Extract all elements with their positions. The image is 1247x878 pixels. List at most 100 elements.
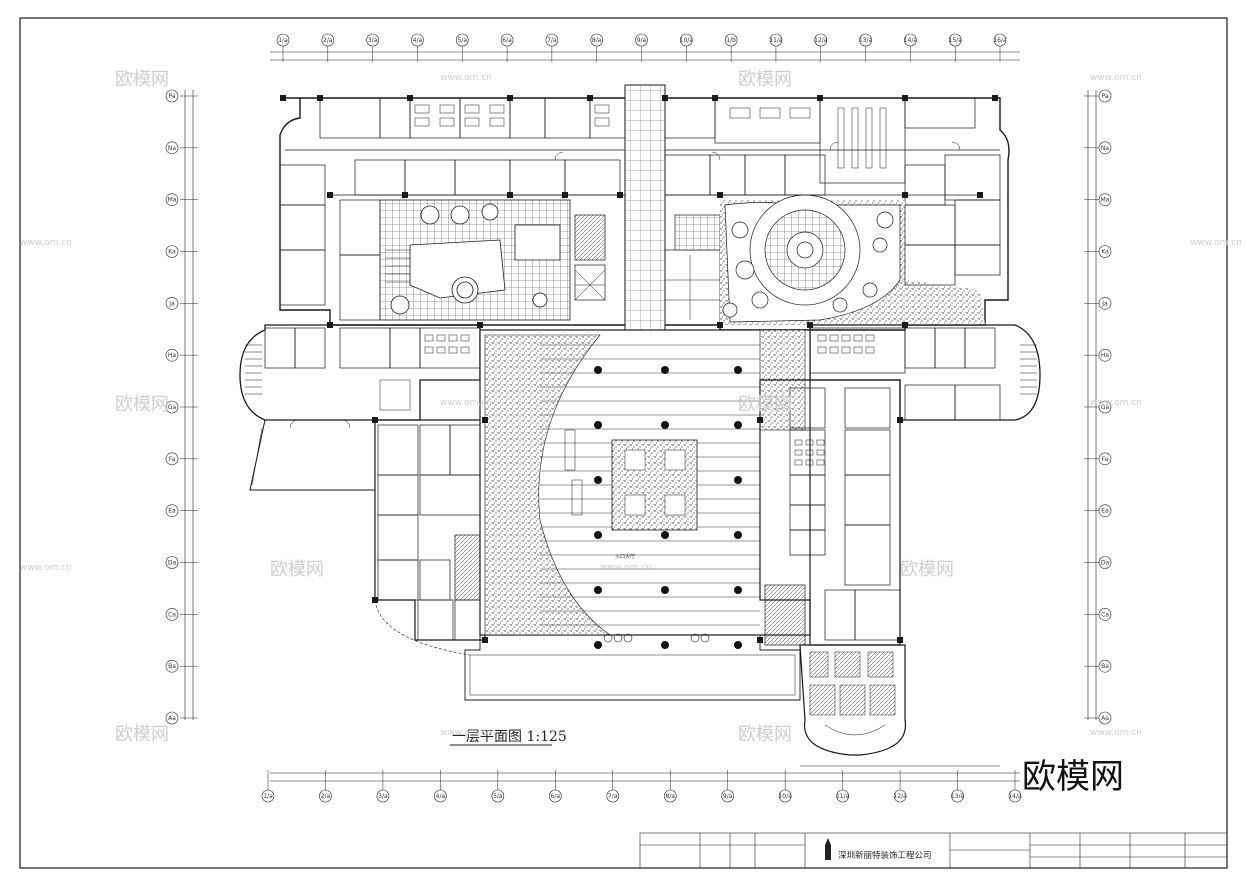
axis-bubble bbox=[1098, 452, 1112, 466]
left-wing-rooms bbox=[279, 164, 381, 321]
watermark-logo: 欧模网 bbox=[738, 724, 792, 745]
axis-bubble bbox=[165, 245, 179, 258]
axis-bubble-label: 5/a bbox=[493, 793, 503, 800]
axis-bubble-label: 1/a bbox=[278, 37, 288, 44]
axis-bubble bbox=[165, 556, 179, 569]
axis-bubble bbox=[434, 789, 447, 803]
lobby-column bbox=[661, 531, 669, 539]
title-block bbox=[639, 832, 1228, 869]
axis-bubble-label: Ea bbox=[168, 508, 176, 515]
lobby-column bbox=[734, 641, 742, 649]
axis-bubble bbox=[721, 789, 734, 803]
furniture-top bbox=[414, 104, 887, 169]
entrance-doors bbox=[603, 633, 710, 643]
axis-bubble-label: 4/a bbox=[413, 37, 423, 44]
axis-bubble-label: Ha bbox=[1101, 352, 1110, 359]
watermark-logo: 欧模网 bbox=[900, 559, 954, 580]
axis-bubble bbox=[545, 33, 559, 47]
axis-bubble-label: Ba bbox=[168, 663, 176, 670]
axis-bubble bbox=[321, 33, 335, 47]
axis-bubble-label: 3/a bbox=[378, 793, 388, 800]
structural-column bbox=[902, 95, 908, 101]
structural-column bbox=[507, 192, 513, 198]
desk-grid-lower-right bbox=[794, 439, 825, 466]
axis-bubble bbox=[1098, 141, 1112, 155]
core-stairs bbox=[574, 214, 721, 326]
axis-bubble bbox=[1098, 193, 1112, 206]
structural-column bbox=[407, 95, 413, 101]
axis-bubble-label: 8/a bbox=[665, 793, 675, 800]
structural-column bbox=[562, 192, 568, 198]
axis-bubble bbox=[635, 33, 648, 47]
right-extension-rooms bbox=[809, 327, 1037, 421]
axis-bubble-label: 12/a bbox=[893, 793, 907, 800]
axis-bubble-label: Da bbox=[168, 560, 177, 567]
structural-column bbox=[327, 192, 333, 198]
axis-bubble bbox=[1098, 608, 1112, 621]
structural-column bbox=[617, 192, 623, 198]
structural-column bbox=[902, 192, 908, 198]
axis-bubble bbox=[165, 297, 179, 310]
right-courtyard bbox=[720, 194, 985, 325]
structural-column bbox=[482, 637, 488, 643]
watermark-logo: 欧模网 bbox=[115, 69, 169, 90]
drawing-title: 一层平面图 1:125 bbox=[452, 729, 567, 745]
desk-grid-left bbox=[424, 334, 470, 354]
structural-column bbox=[477, 322, 483, 328]
structural-column bbox=[717, 322, 723, 328]
structural-column bbox=[992, 95, 998, 101]
watermark-url: www.om.cn bbox=[1090, 398, 1142, 408]
axis-bubble bbox=[165, 89, 179, 103]
lobby-column bbox=[594, 586, 602, 594]
axis-bubble-label: 1/a bbox=[263, 793, 273, 800]
axis-bubble bbox=[165, 608, 179, 621]
structural-column bbox=[897, 637, 903, 643]
structural-column bbox=[482, 417, 488, 423]
auditorium-seats bbox=[809, 651, 896, 736]
axis-bubble bbox=[1098, 245, 1112, 258]
axis-bubble-label: 10/a bbox=[778, 793, 792, 800]
watermark-url: www.om.cn bbox=[20, 563, 72, 573]
structural-column bbox=[757, 637, 763, 643]
axis-bubble-label: Ca bbox=[168, 611, 176, 618]
floor-plan bbox=[239, 84, 1041, 756]
lobby-column bbox=[734, 531, 742, 539]
lobby-column bbox=[594, 641, 602, 649]
axis-bubble-label: 13/a bbox=[951, 793, 965, 800]
axis-bubble bbox=[778, 789, 792, 803]
axis-bubble bbox=[165, 400, 179, 414]
axis-bubble bbox=[904, 33, 917, 47]
lobby-label: 入口大厅 bbox=[615, 553, 635, 560]
structural-column bbox=[327, 322, 333, 328]
left-extension-outline bbox=[239, 324, 481, 421]
axis-bubble bbox=[319, 789, 332, 803]
left-slant-wing bbox=[249, 419, 376, 491]
central-corridor bbox=[624, 84, 666, 331]
axis-bubble bbox=[165, 141, 179, 155]
axis-bubble-label: Fa bbox=[1102, 456, 1109, 463]
axis-bubble-label: Ga bbox=[1101, 404, 1110, 411]
axis-bubble bbox=[1098, 556, 1112, 569]
structural-column bbox=[717, 192, 723, 198]
lobby-column bbox=[661, 586, 669, 594]
door-swings bbox=[289, 141, 961, 429]
lobby-column bbox=[661, 641, 669, 649]
axis-bubble bbox=[165, 504, 179, 517]
axis-bubble bbox=[724, 33, 738, 47]
axis-bubble bbox=[951, 789, 964, 803]
axis-bubble bbox=[663, 789, 677, 803]
axis-bubble-label: 10/a bbox=[680, 37, 694, 44]
axis-bubble-label: 9/a bbox=[723, 793, 733, 800]
right-extension-outline bbox=[809, 324, 1041, 421]
axis-bubble-label: Ba bbox=[1101, 663, 1109, 670]
dashed-curve-left bbox=[374, 599, 471, 656]
axis-bubble bbox=[165, 193, 179, 206]
axis-bubble-label: 14/a bbox=[1008, 793, 1022, 800]
axis-bubble-label: 15/a bbox=[949, 37, 963, 44]
axis-bubble bbox=[680, 33, 693, 47]
axis-bubble bbox=[1098, 659, 1112, 673]
lobby-column bbox=[734, 586, 742, 594]
watermark-url: www.om.cn bbox=[440, 728, 492, 738]
